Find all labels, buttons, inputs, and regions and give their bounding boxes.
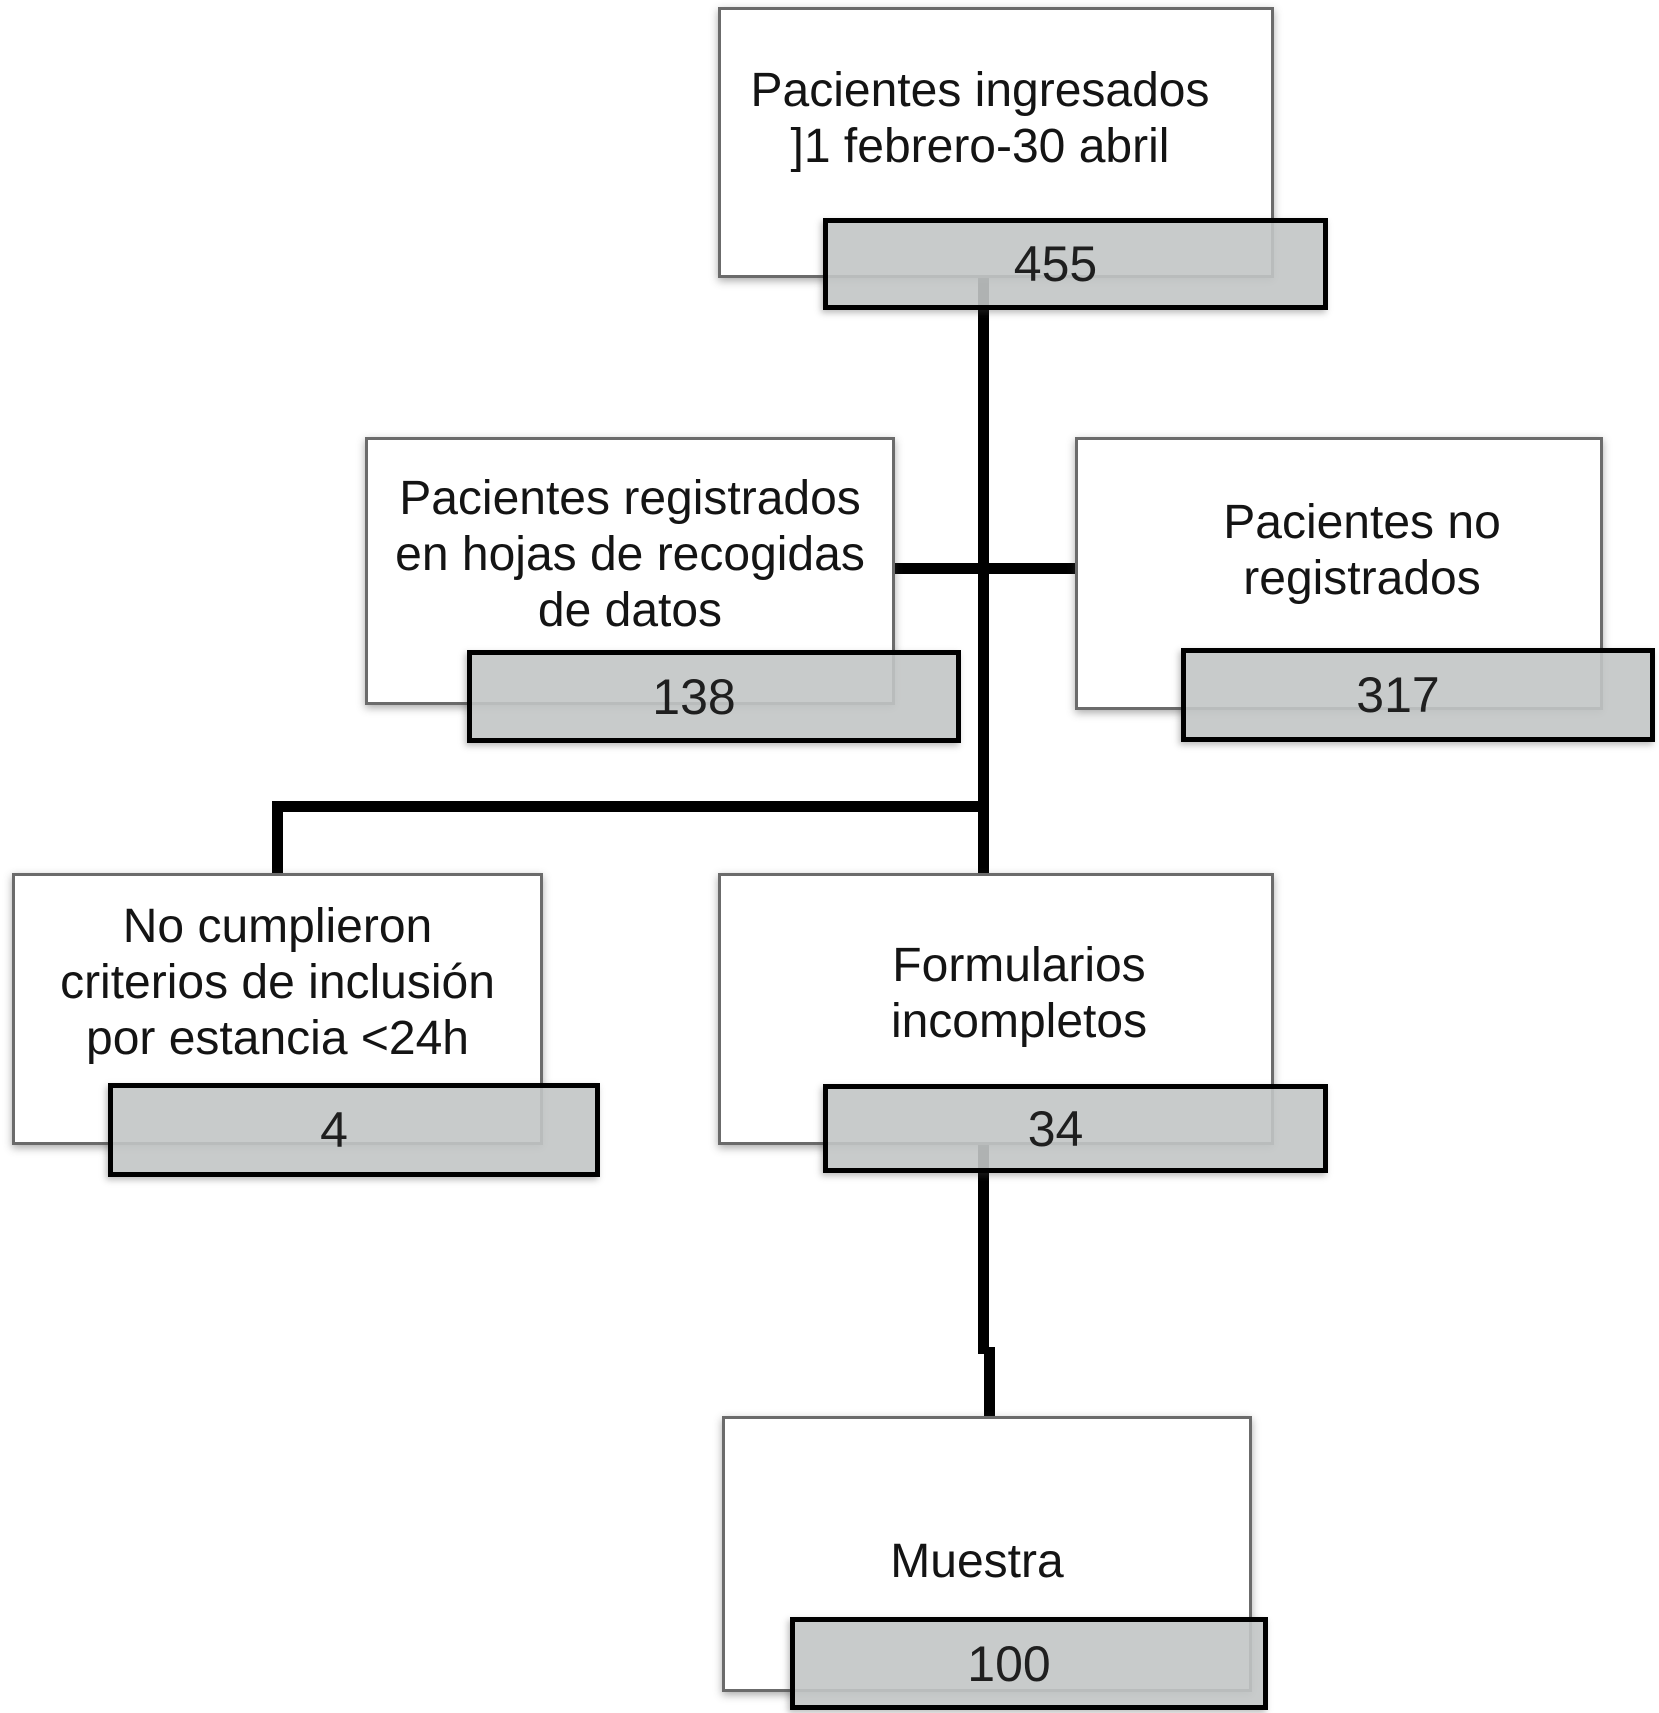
connector-elbow-no-cumplieron (272, 801, 283, 877)
count-bar-pacientes-ingresados: 455 (823, 218, 1328, 310)
count-bar-formularios-incompletos: 34 (823, 1084, 1328, 1173)
count-bar-pacientes-no-registrados: 317 (1181, 648, 1655, 742)
flow-box-label: Pacientes no registrados (1223, 496, 1501, 605)
flow-box-label: Muestra (890, 1535, 1064, 1588)
flow-box-label: Pacientes registrados en hojas de recogi… (395, 472, 865, 637)
count-bar-pacientes-registrados: 138 (467, 650, 961, 743)
count-value: 138 (652, 668, 736, 725)
connector-branch-registrados (893, 563, 1079, 574)
count-value: 455 (1013, 236, 1098, 292)
count-value: 317 (1356, 667, 1440, 723)
connector-trunk-lower (978, 1140, 989, 1354)
connector-branch-exclusion (272, 801, 989, 812)
count-bar-no-cumplieron-criterios: 4 (108, 1083, 600, 1177)
count-value: 4 (320, 1102, 348, 1158)
count-bar-muestra: 100 (790, 1617, 1268, 1710)
connector-trunk-lower-jog (984, 1347, 995, 1421)
flow-box-label: Formularios incompletos (890, 939, 1148, 1048)
count-value: 34 (1027, 1100, 1084, 1157)
count-value: 100 (967, 1635, 1051, 1692)
flow-box-label: Pacientes ingresados ]1 febrero-30 abril (750, 64, 1210, 173)
flow-box-label: No cumplieron criterios de inclusión por… (60, 900, 495, 1065)
